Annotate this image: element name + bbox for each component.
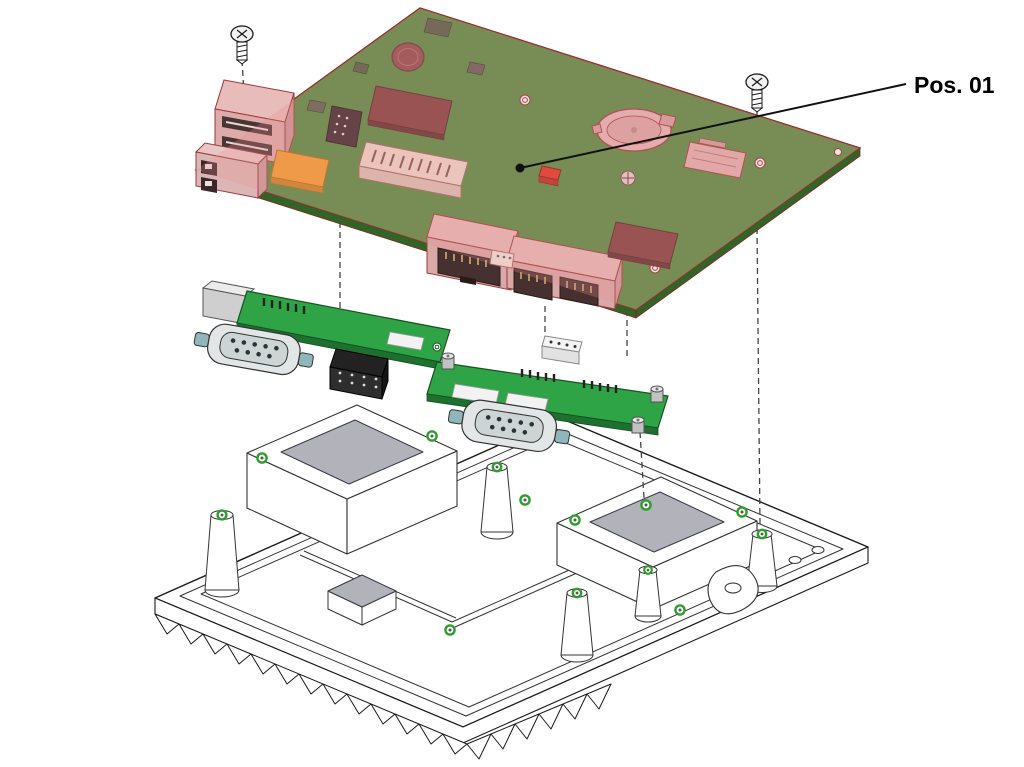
floor-screw-holes (444, 494, 686, 636)
power-inductor (270, 149, 330, 194)
status-led (538, 165, 562, 187)
capacitor (391, 42, 425, 72)
pos-label: Pos. 01 (914, 72, 995, 98)
cpu-chip (367, 85, 453, 141)
corner-standoff (631, 416, 645, 434)
corner-standoff (650, 385, 664, 403)
chassis-hole (788, 556, 802, 564)
pedestal-screw-hole (736, 506, 748, 518)
db9-pins (485, 415, 534, 435)
main-board (194, 7, 862, 319)
controller-chip (607, 221, 679, 270)
standoff-post (480, 461, 514, 540)
pin-header (520, 369, 618, 393)
thermal-pad-left (280, 419, 424, 485)
fan-connector (489, 249, 515, 269)
microsd-slot (683, 137, 747, 179)
board-screw (620, 170, 636, 186)
chassis-hole (724, 582, 742, 594)
pedestal-screw-hole (256, 452, 268, 464)
pedestal-screw-hole (569, 514, 581, 526)
wire-to-board-connector (541, 335, 583, 365)
label-sticker (386, 331, 425, 351)
smt-chips (306, 17, 486, 114)
screw-top-right (745, 73, 769, 113)
ethernet-jack-1 (426, 213, 519, 291)
ethernet-jack-2 (506, 235, 623, 310)
pin-header (262, 298, 306, 314)
chassis-block (327, 574, 397, 626)
leader-line (519, 83, 907, 169)
callout-pos-01: Pos. 01 (515, 72, 995, 173)
thermal-pedestal-right (556, 476, 758, 610)
standoff-post (634, 565, 662, 623)
screw-top-left (230, 25, 254, 65)
chassis-hole (811, 546, 825, 554)
heatsink-chassis (154, 404, 869, 760)
pin-header-block (325, 105, 363, 148)
leader-dot (515, 163, 525, 173)
chassis-fins-left (154, 613, 468, 755)
main-pcb-edge (635, 147, 861, 319)
highlight-overlay (196, 8, 860, 310)
sfp-cage (194, 142, 269, 200)
battery-holder (591, 108, 677, 152)
pedestal-screw-hole (426, 430, 438, 442)
thermal-pad-right (589, 491, 725, 553)
transformer-block (329, 348, 389, 400)
db9-connector (193, 323, 314, 376)
mounting-hole (432, 342, 442, 352)
chassis-fins-right (466, 683, 612, 760)
serial-adapter-board-left (193, 280, 451, 400)
multipin-connector (358, 141, 469, 199)
db9-connector (447, 399, 571, 453)
standoff-post (560, 587, 594, 663)
db9-pins (230, 338, 279, 359)
serial-adapter-board-right (426, 335, 669, 453)
corner-standoff (441, 352, 455, 370)
thermal-pedestal-left (246, 404, 458, 555)
standoff-post (204, 509, 240, 598)
